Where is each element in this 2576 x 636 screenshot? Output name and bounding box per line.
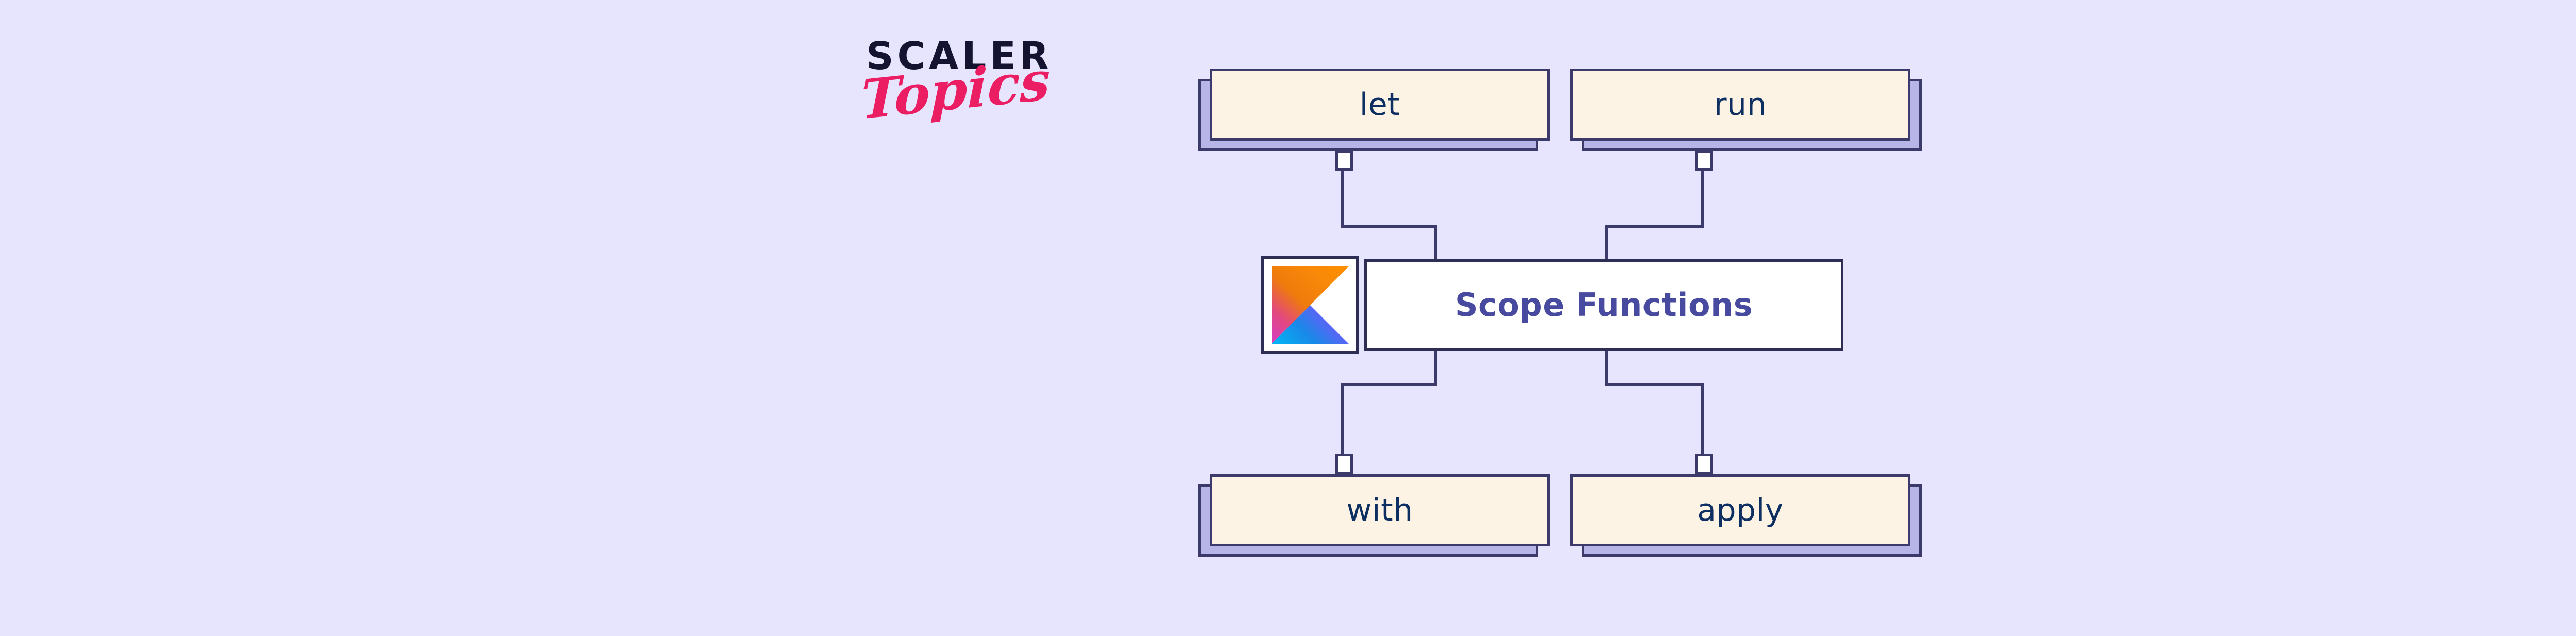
- connector-segment-with-v1: [1434, 349, 1437, 386]
- connector-segment-let-h: [1341, 225, 1437, 228]
- connector-segment-let-v1: [1341, 171, 1344, 228]
- connector-segment-run-v2: [1605, 225, 1608, 261]
- connector-port-run: [1695, 150, 1713, 171]
- connector-segment-with-h: [1341, 383, 1437, 386]
- center-node-scope-functions[interactable]: Scope Functions: [1364, 259, 1843, 351]
- connector-segment-apply-v1: [1605, 349, 1608, 386]
- node-label-let: let: [1359, 87, 1400, 123]
- brand-wordmark-scaler: SCALER: [866, 34, 1053, 78]
- connector-port-apply: [1695, 454, 1713, 474]
- connector-port-with: [1335, 454, 1353, 474]
- connector-segment-apply-v2: [1701, 383, 1704, 455]
- connector-segment-run-h: [1605, 225, 1704, 228]
- node-run[interactable]: run: [1570, 69, 1910, 141]
- connector-segment-let-v2: [1434, 225, 1437, 261]
- node-with[interactable]: with: [1210, 474, 1550, 546]
- node-let[interactable]: let: [1210, 69, 1550, 141]
- scaler-topics-logo: SCALER Topics: [860, 37, 1050, 156]
- connector-segment-with-v2: [1341, 383, 1344, 455]
- connector-segment-apply-h: [1605, 383, 1704, 386]
- kotlin-logo-box: [1261, 256, 1359, 354]
- connector-segment-run-v1: [1701, 171, 1704, 228]
- kotlin-logo-icon: [1272, 266, 1349, 344]
- node-label-apply: apply: [1697, 492, 1784, 528]
- node-label-with: with: [1346, 492, 1413, 528]
- node-apply[interactable]: apply: [1570, 474, 1910, 546]
- connector-port-let: [1335, 150, 1353, 171]
- node-label-run: run: [1714, 87, 1767, 123]
- center-node-label: Scope Functions: [1454, 286, 1753, 324]
